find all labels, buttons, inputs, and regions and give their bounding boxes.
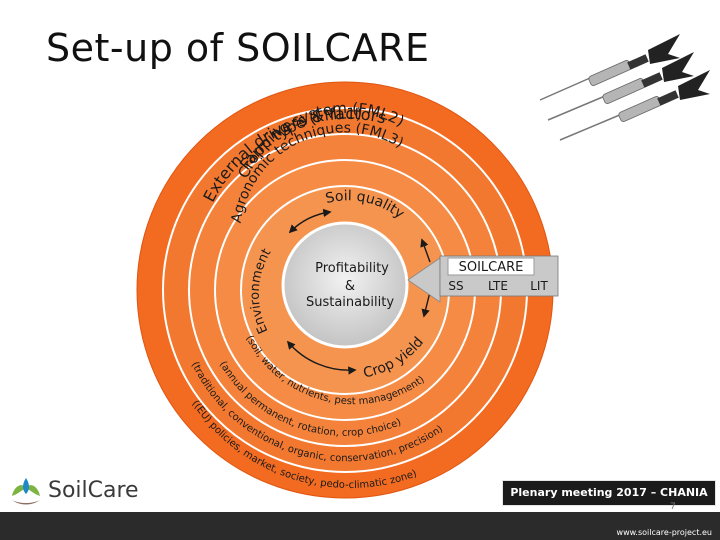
darts-icon — [530, 28, 720, 148]
soilcare-box-title: SOILCARE — [459, 260, 524, 275]
soilcare-item-ss: SS — [448, 279, 463, 293]
soilcare-item-lte: LTE — [488, 279, 508, 293]
soilcare-logo[interactable]: SoilCare — [8, 472, 158, 514]
meeting-label: Plenary meeting 2017 – CHANIA — [503, 486, 715, 499]
soilcare-leaf-logo-icon — [8, 474, 44, 510]
center-sustainability: Sustainability — [306, 295, 394, 310]
footer-url[interactable]: www.soilcare-project.eu — [617, 528, 712, 537]
center-ampersand: & — [345, 279, 355, 294]
logo-text: SoilCare — [48, 478, 139, 503]
meeting-label-box: Plenary meeting 2017 – CHANIA — [502, 480, 716, 506]
soilcare-item-lit: LIT — [530, 279, 548, 293]
center-profitability: Profitability — [315, 261, 389, 276]
dart-1 — [540, 34, 680, 100]
footer-bar — [0, 512, 720, 540]
page-number: 7 — [670, 502, 676, 512]
